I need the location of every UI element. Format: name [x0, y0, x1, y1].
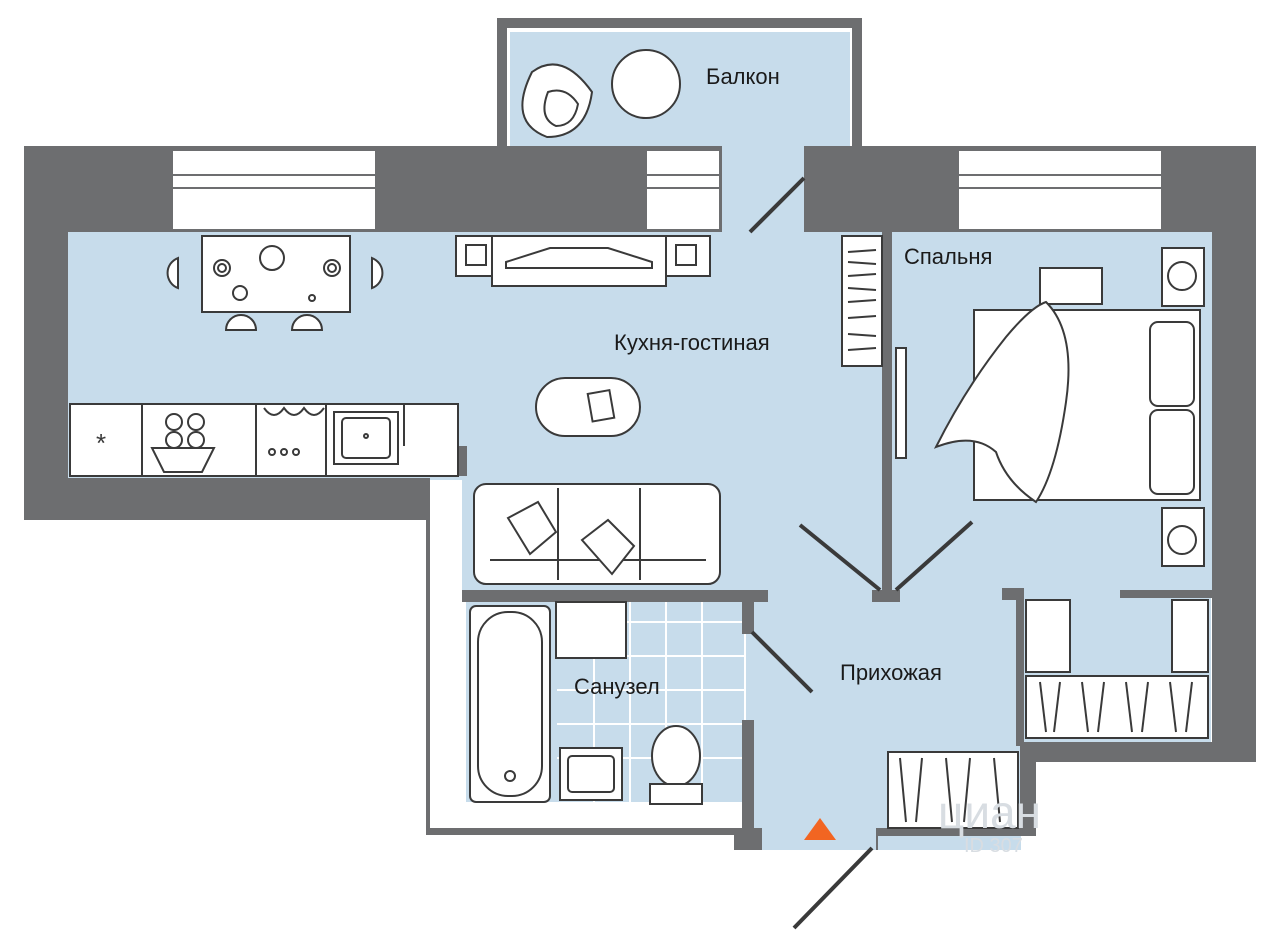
- bookshelf: [841, 235, 883, 367]
- tv-console: [455, 235, 711, 287]
- watermark-id: ID 307: [964, 835, 1023, 857]
- sofa: [473, 483, 721, 585]
- room-label-bathroom: Санузел: [574, 674, 660, 699]
- svg-text:*: *: [96, 428, 106, 458]
- wardrobe: [887, 599, 1209, 829]
- dining-set: [166, 235, 384, 331]
- room-label-balcony: Балкон: [706, 64, 780, 89]
- balcony-link-floor: [720, 150, 808, 240]
- bedroom-furniture: [895, 247, 1205, 567]
- bathroom-tiles: [557, 600, 744, 802]
- doors: [748, 176, 974, 930]
- kitchen-counter: *: [69, 403, 459, 477]
- balcony-furniture: [521, 49, 681, 139]
- coffee-table: [535, 377, 641, 437]
- walls: [24, 18, 1256, 850]
- room-label-hallway: Прихожая: [840, 660, 942, 685]
- entrance-marker: [804, 818, 836, 840]
- watermark-brand: циан: [938, 786, 1041, 838]
- bathroom-fixtures: [469, 601, 703, 805]
- windows: [171, 149, 1163, 231]
- room-label-bedroom: Спальня: [904, 244, 992, 269]
- room-label-kitchen-living: Кухня-гостиная: [614, 330, 770, 355]
